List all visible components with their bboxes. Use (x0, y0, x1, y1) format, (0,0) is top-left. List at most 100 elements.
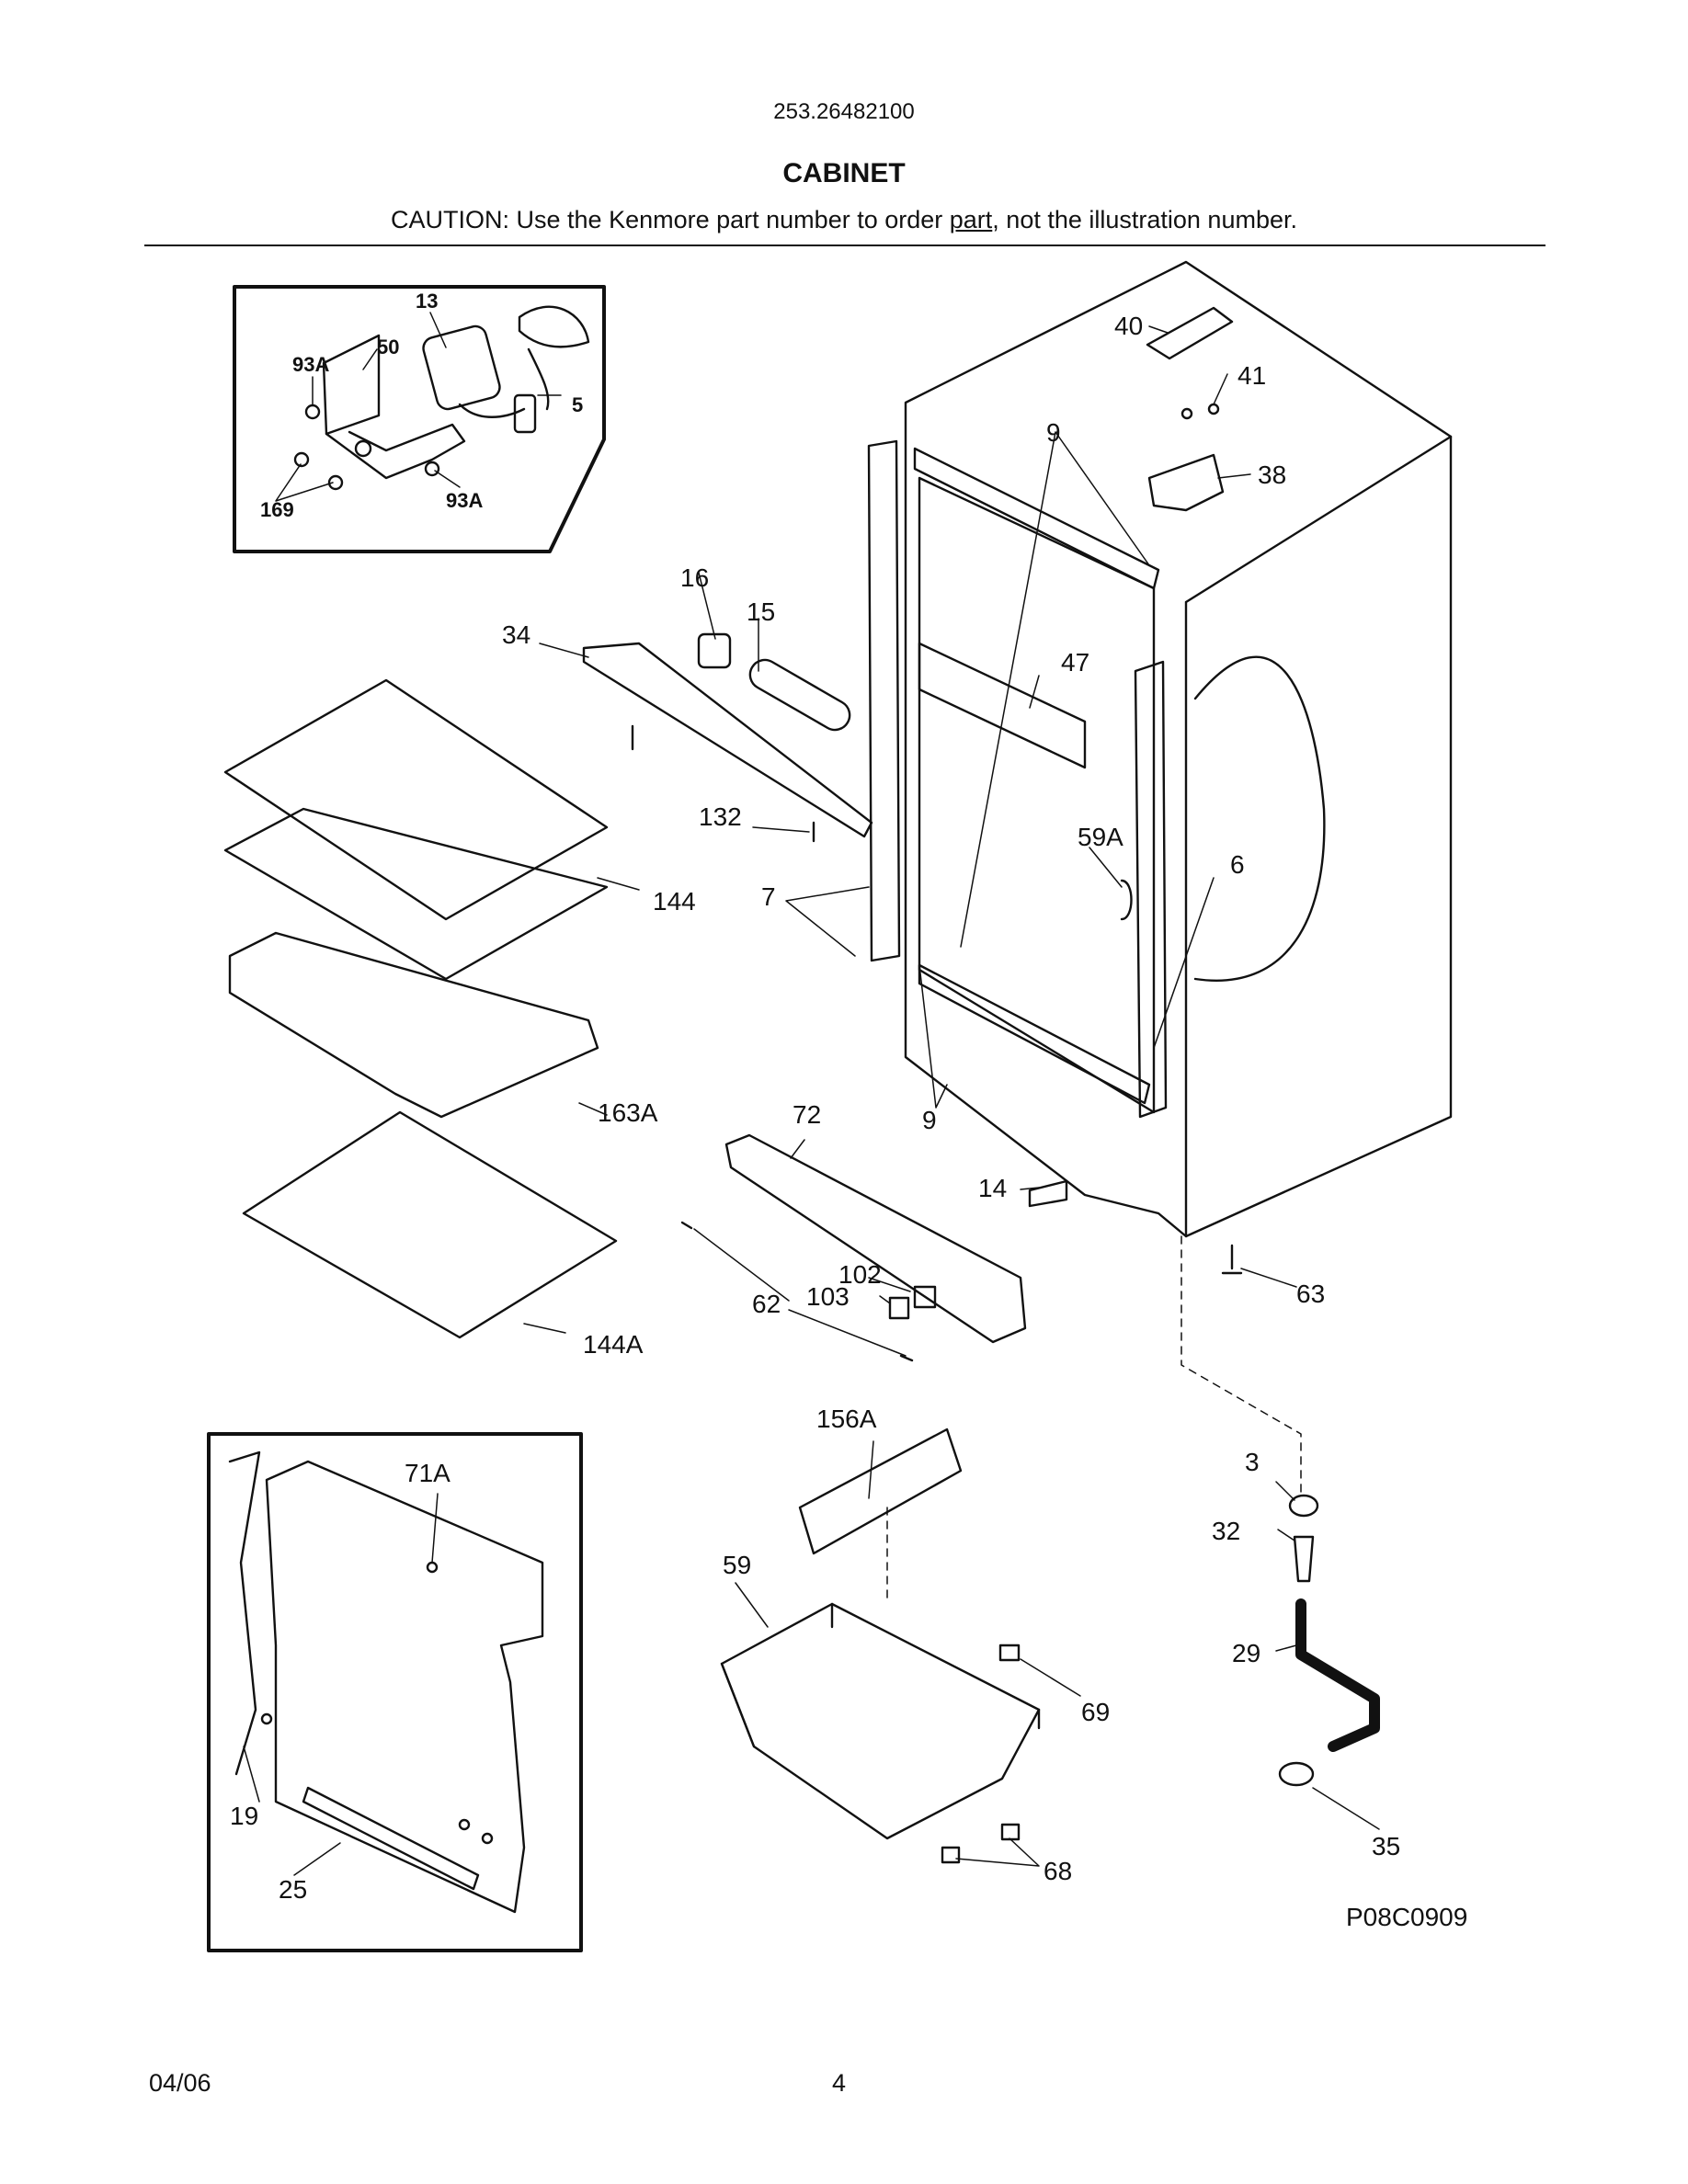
model-number: 253.26482100 (773, 99, 915, 124)
callout-7: 7 (761, 882, 776, 911)
shelf-163A (228, 931, 599, 1119)
callout-50: 50 (377, 336, 399, 358)
fan-blade (518, 305, 590, 411)
callout-144: 144 (653, 887, 696, 916)
callout-3: 3 (1245, 1448, 1260, 1476)
callout-163A: 163A (598, 1098, 658, 1127)
basket-assembly (720, 1428, 1041, 1864)
panel-slot (302, 1786, 480, 1891)
light-socket (697, 632, 732, 669)
fan-bracket (322, 334, 381, 436)
toe-grille-72 (680, 1133, 1027, 1362)
screw-169-b (327, 474, 344, 491)
callout-71A: 71A (405, 1459, 451, 1487)
fan-motor-inset (233, 285, 606, 553)
callout-68: 68 (1044, 1857, 1072, 1885)
basket-rim (720, 1602, 1041, 1748)
leader-lines-inset1 (275, 312, 562, 502)
callout-69: 69 (1081, 1698, 1110, 1726)
callout-38: 38 (1258, 461, 1286, 489)
callout-103: 103 (806, 1282, 850, 1311)
fan-bracket-hole (354, 439, 372, 458)
callout-156A: 156A (816, 1405, 877, 1433)
callout-14: 14 (978, 1174, 1007, 1202)
fan-bracket-arm (325, 423, 466, 480)
drain-plug-3 (1288, 1494, 1319, 1518)
callout-47: 47 (1061, 648, 1089, 677)
leveling-leg-63 (1221, 1244, 1243, 1275)
drain-cap-35 (1278, 1761, 1315, 1787)
shelf-144A (242, 1110, 618, 1339)
callout-93A-1: 93A (292, 353, 329, 376)
thermostat-knob-slot (1120, 879, 1133, 921)
door-gasket-right (1134, 660, 1168, 1119)
badge-102 (913, 1285, 937, 1309)
drain-hose-29 (1295, 1598, 1380, 1752)
clip-68-b (1000, 1823, 1021, 1841)
panel-screw-71A (426, 1561, 439, 1574)
callout-102: 102 (838, 1260, 882, 1289)
callout-leaders (243, 325, 1380, 1876)
liner-rail (918, 642, 1087, 769)
caution-link-part: part (949, 206, 993, 233)
cabinet-side-bulge (1193, 655, 1326, 982)
panel-inset (207, 1432, 583, 1952)
callout-35: 35 (1372, 1832, 1400, 1860)
cabinet-liner (918, 476, 1156, 1114)
callout-5: 5 (572, 393, 583, 416)
hinge-assembly (1146, 306, 1234, 512)
callout-9-top: 9 (1046, 418, 1061, 447)
shelf-144-lower (223, 807, 609, 981)
light-shield (582, 642, 873, 838)
screw-93A-bottom (424, 461, 440, 477)
drain-assembly (1278, 1494, 1380, 1787)
callout-32: 32 (1212, 1517, 1240, 1545)
caution-text-post: , not the illustration number. (992, 206, 1297, 233)
grille-body (724, 1133, 1027, 1344)
drain-tube-32 (1293, 1535, 1315, 1583)
panel-71A (265, 1460, 544, 1914)
callout-72: 72 (793, 1100, 821, 1129)
basket-59 (720, 1602, 1041, 1840)
inset-frame-panel (207, 1432, 583, 1952)
panel-screw-bottom-a (458, 1818, 471, 1831)
header-rule (144, 245, 1545, 246)
hinge-screw-b (1207, 403, 1220, 415)
footer-page-number: 4 (832, 2069, 847, 2097)
figure-id: P08C0909 (1346, 1903, 1467, 1931)
callout-62: 62 (752, 1290, 781, 1318)
callout-169: 169 (260, 498, 294, 521)
screw-93A-top (304, 404, 321, 420)
callout-144A: 144A (583, 1330, 644, 1359)
callout-59: 59 (723, 1551, 751, 1579)
light-bulb (748, 658, 851, 732)
door-gasket-bottom (918, 963, 1151, 1105)
callout-59A: 59A (1078, 823, 1123, 851)
drain-dashed-line (1180, 1235, 1302, 1495)
grille-screw-left (680, 1221, 693, 1230)
grille-screw-right (899, 1354, 914, 1362)
callout-34: 34 (502, 620, 530, 649)
callout-13: 13 (416, 290, 438, 313)
clip-68-a (941, 1846, 961, 1864)
caution-text-pre: CAUTION: Use the Kenmore part number to … (391, 206, 950, 233)
door-gasket-top (913, 447, 1160, 590)
callout-19: 19 (230, 1802, 258, 1830)
door-gasket-left (867, 439, 901, 962)
screw-169-a (293, 451, 310, 468)
cabinet-body (867, 260, 1453, 1238)
footer-date: 04/06 (149, 2069, 211, 2097)
cabinet-outline (904, 260, 1453, 1238)
fan-motor (422, 324, 501, 411)
divider-156A (798, 1428, 963, 1555)
callout-25: 25 (279, 1875, 307, 1904)
fan-motor-wires (458, 403, 526, 418)
callout-16: 16 (680, 563, 709, 592)
callout-63: 63 (1296, 1280, 1325, 1308)
section-title: CABINET (782, 158, 906, 188)
callout-9-bottom: 9 (922, 1106, 937, 1134)
panel-screw-bottom-b (481, 1832, 494, 1845)
callout-41: 41 (1237, 361, 1266, 390)
callout-40: 40 (1114, 312, 1143, 340)
